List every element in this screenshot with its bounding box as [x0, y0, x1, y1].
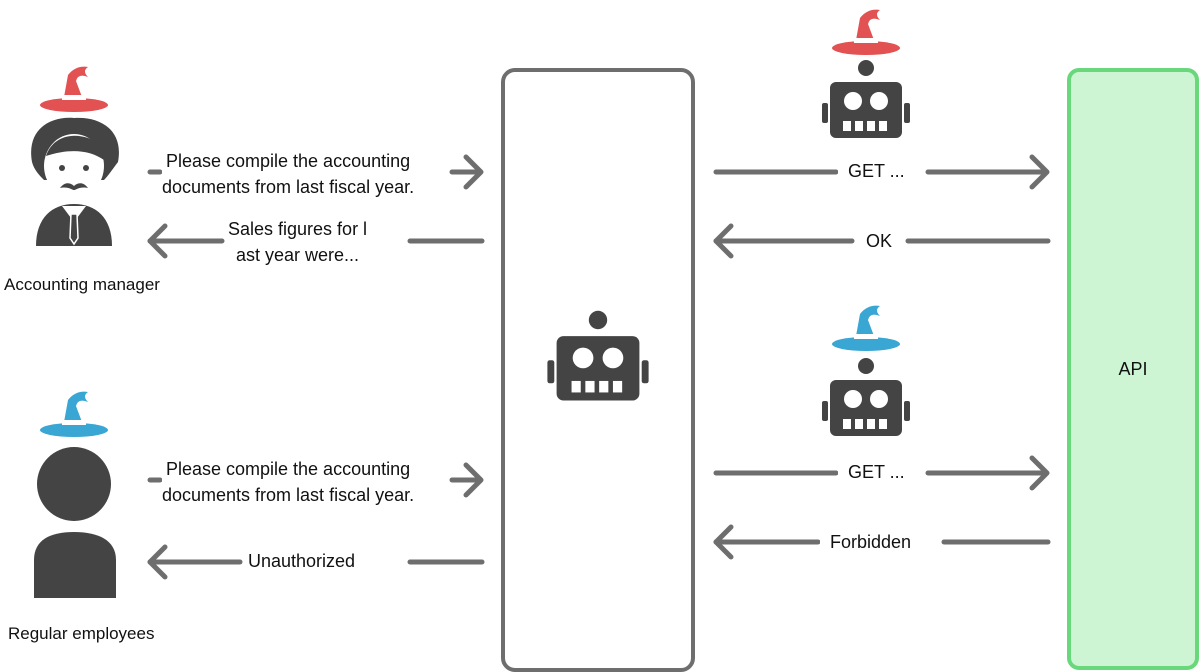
red-hat-icon [832, 9, 900, 55]
bottom-request-line-2: documents from last fiscal year. [162, 485, 415, 505]
top-response-line-2: ast year were... [236, 245, 360, 265]
top-response-message: Sales figures for l ast year were... [228, 216, 368, 268]
arrow-left-icon [147, 223, 485, 259]
bottom-request-line-1: Please compile the accounting [165, 459, 411, 479]
api-request-bottom: GET ... [838, 459, 915, 485]
manager-caption: Accounting manager [4, 275, 160, 294]
bottom-request-message: Please compile the accounting documents … [162, 456, 415, 508]
arrow-left-icon [713, 223, 1051, 259]
blue-hat-icon [832, 305, 900, 351]
top-response-line-1: Sales figures for l [228, 219, 368, 239]
api-box [1067, 68, 1199, 670]
arrow-right-icon [147, 154, 484, 190]
top-request-line-1: Please compile the accounting [165, 151, 411, 171]
api-response-bottom: Forbidden [820, 529, 922, 555]
top-request-message: Please compile the accounting documents … [162, 148, 415, 200]
api-request-top: GET ... [838, 158, 915, 184]
arrow-left-icon [713, 524, 1051, 560]
arrow-right-icon [147, 462, 484, 498]
blue-hat-icon [40, 391, 108, 437]
api-response-top: OK [856, 228, 903, 254]
employee-avatar-icon [34, 447, 116, 598]
red-hat-icon [40, 66, 108, 112]
arrow-right-icon [713, 455, 1050, 491]
top-request-line-2: documents from last fiscal year. [162, 177, 415, 197]
robot-icon [822, 60, 910, 138]
employee-caption: Regular employees [8, 624, 155, 643]
api-label: API [1118, 359, 1148, 379]
arrow-left-icon [147, 544, 485, 580]
robot-icon [822, 358, 910, 436]
bottom-response-message: Unauthorized [248, 548, 356, 574]
arrow-right-icon [713, 154, 1050, 190]
manager-avatar-icon [31, 117, 119, 246]
